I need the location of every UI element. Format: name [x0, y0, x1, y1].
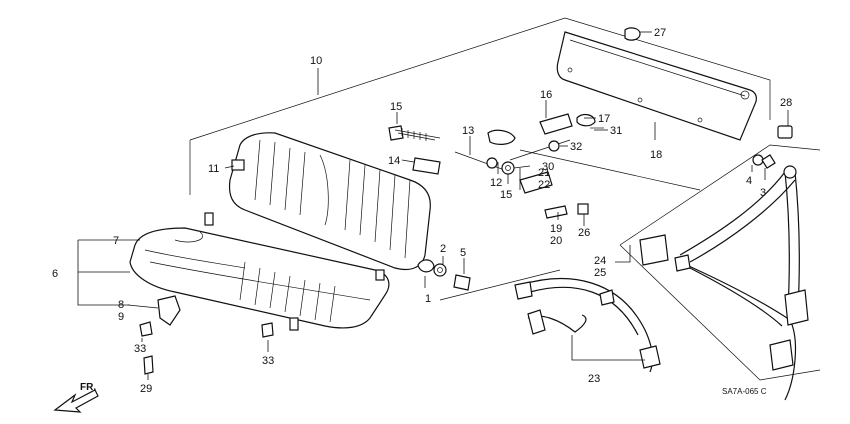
part-label-9: 9: [118, 311, 124, 323]
part-label-1: 1: [425, 293, 431, 305]
part-label-24: 24: [594, 255, 606, 267]
part-label-23: 23: [588, 373, 600, 385]
part-label-33-left: 33: [134, 343, 146, 355]
part-labels: 1 2 3 4 5 6 7 8 9 10 11 12 13 14 15 15 1…: [52, 27, 792, 395]
part-label-25: 25: [594, 267, 606, 279]
diagram-code: SA7A-065 C: [722, 387, 767, 396]
part-label-18: 18: [650, 149, 662, 161]
part-label-19: 19: [550, 223, 562, 235]
part-label-31: 31: [610, 125, 622, 137]
part-label-29: 29: [140, 383, 152, 395]
part-label-27: 27: [654, 27, 666, 39]
part-label-21: 21: [538, 167, 550, 179]
part-label-22: 22: [538, 179, 550, 191]
part-label-16: 16: [540, 89, 552, 101]
part-label-17: 17: [598, 113, 610, 125]
leader-lines: [77, 31, 789, 380]
part-label-26: 26: [578, 227, 590, 239]
part-label-15-upper: 15: [390, 101, 402, 113]
hardware: [139, 27, 793, 375]
part-label-33-center: 33: [262, 355, 274, 367]
part-label-7: 7: [113, 235, 119, 247]
seat-back: [228, 132, 431, 271]
part-label-28: 28: [780, 97, 792, 109]
shoulder-belt: [639, 165, 809, 401]
part-label-32: 32: [570, 141, 582, 153]
part-label-15-lower: 15: [500, 189, 512, 201]
part-label-13: 13: [462, 125, 474, 137]
lap-belt: [514, 278, 661, 373]
part-label-3: 3: [760, 187, 766, 199]
part-label-30: 30: [542, 161, 554, 173]
front-direction-arrow: FR.: [53, 382, 99, 413]
part-label-11: 11: [208, 163, 219, 175]
rear-panel: [556, 31, 757, 141]
seat-cushion: [129, 212, 390, 331]
part-label-12: 12: [490, 177, 502, 189]
part-label-10: 10: [310, 55, 322, 67]
part-label-4: 4: [746, 175, 752, 187]
assembly-boundary: [189, 17, 821, 381]
front-direction-label: FR.: [80, 382, 96, 393]
part-label-6: 6: [52, 268, 58, 280]
part-label-14: 14: [388, 155, 400, 167]
part-label-2: 2: [440, 243, 446, 255]
part-label-5: 5: [460, 247, 466, 259]
part-label-8: 8: [118, 299, 124, 311]
part-label-20: 20: [550, 235, 562, 247]
